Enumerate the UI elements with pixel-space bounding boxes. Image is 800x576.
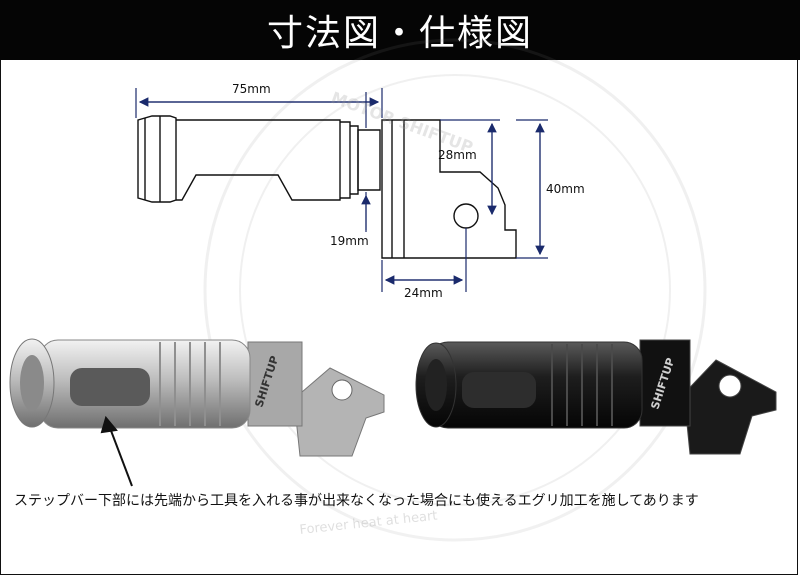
content-frame — [0, 60, 798, 575]
dim-mount-width: 24mm — [404, 286, 443, 300]
dim-mount-height-total: 40mm — [546, 182, 585, 196]
callout-arrow — [100, 415, 133, 487]
footpeg-outline — [137, 115, 517, 259]
page-title-bar: 寸法図・仕様図 — [0, 0, 800, 60]
page-title: 寸法図・仕様図 — [266, 13, 533, 54]
dim-collar-width: 19mm — [330, 234, 369, 248]
watermark-logo — [203, 38, 707, 542]
silver-footpeg-image — [9, 338, 385, 457]
feature-caption: ステップバー下部には先端から工具を入れる事が出来なくなった場合にも使えるエグリ加… — [14, 493, 699, 509]
dim-mount-height-upper: 28mm — [438, 148, 477, 162]
dim-overall-length: 75mm — [232, 82, 271, 96]
watermark-text-b: Forever heat at heart — [299, 509, 438, 538]
black-footpeg-image — [415, 339, 777, 455]
dimension-lines — [135, 88, 548, 292]
